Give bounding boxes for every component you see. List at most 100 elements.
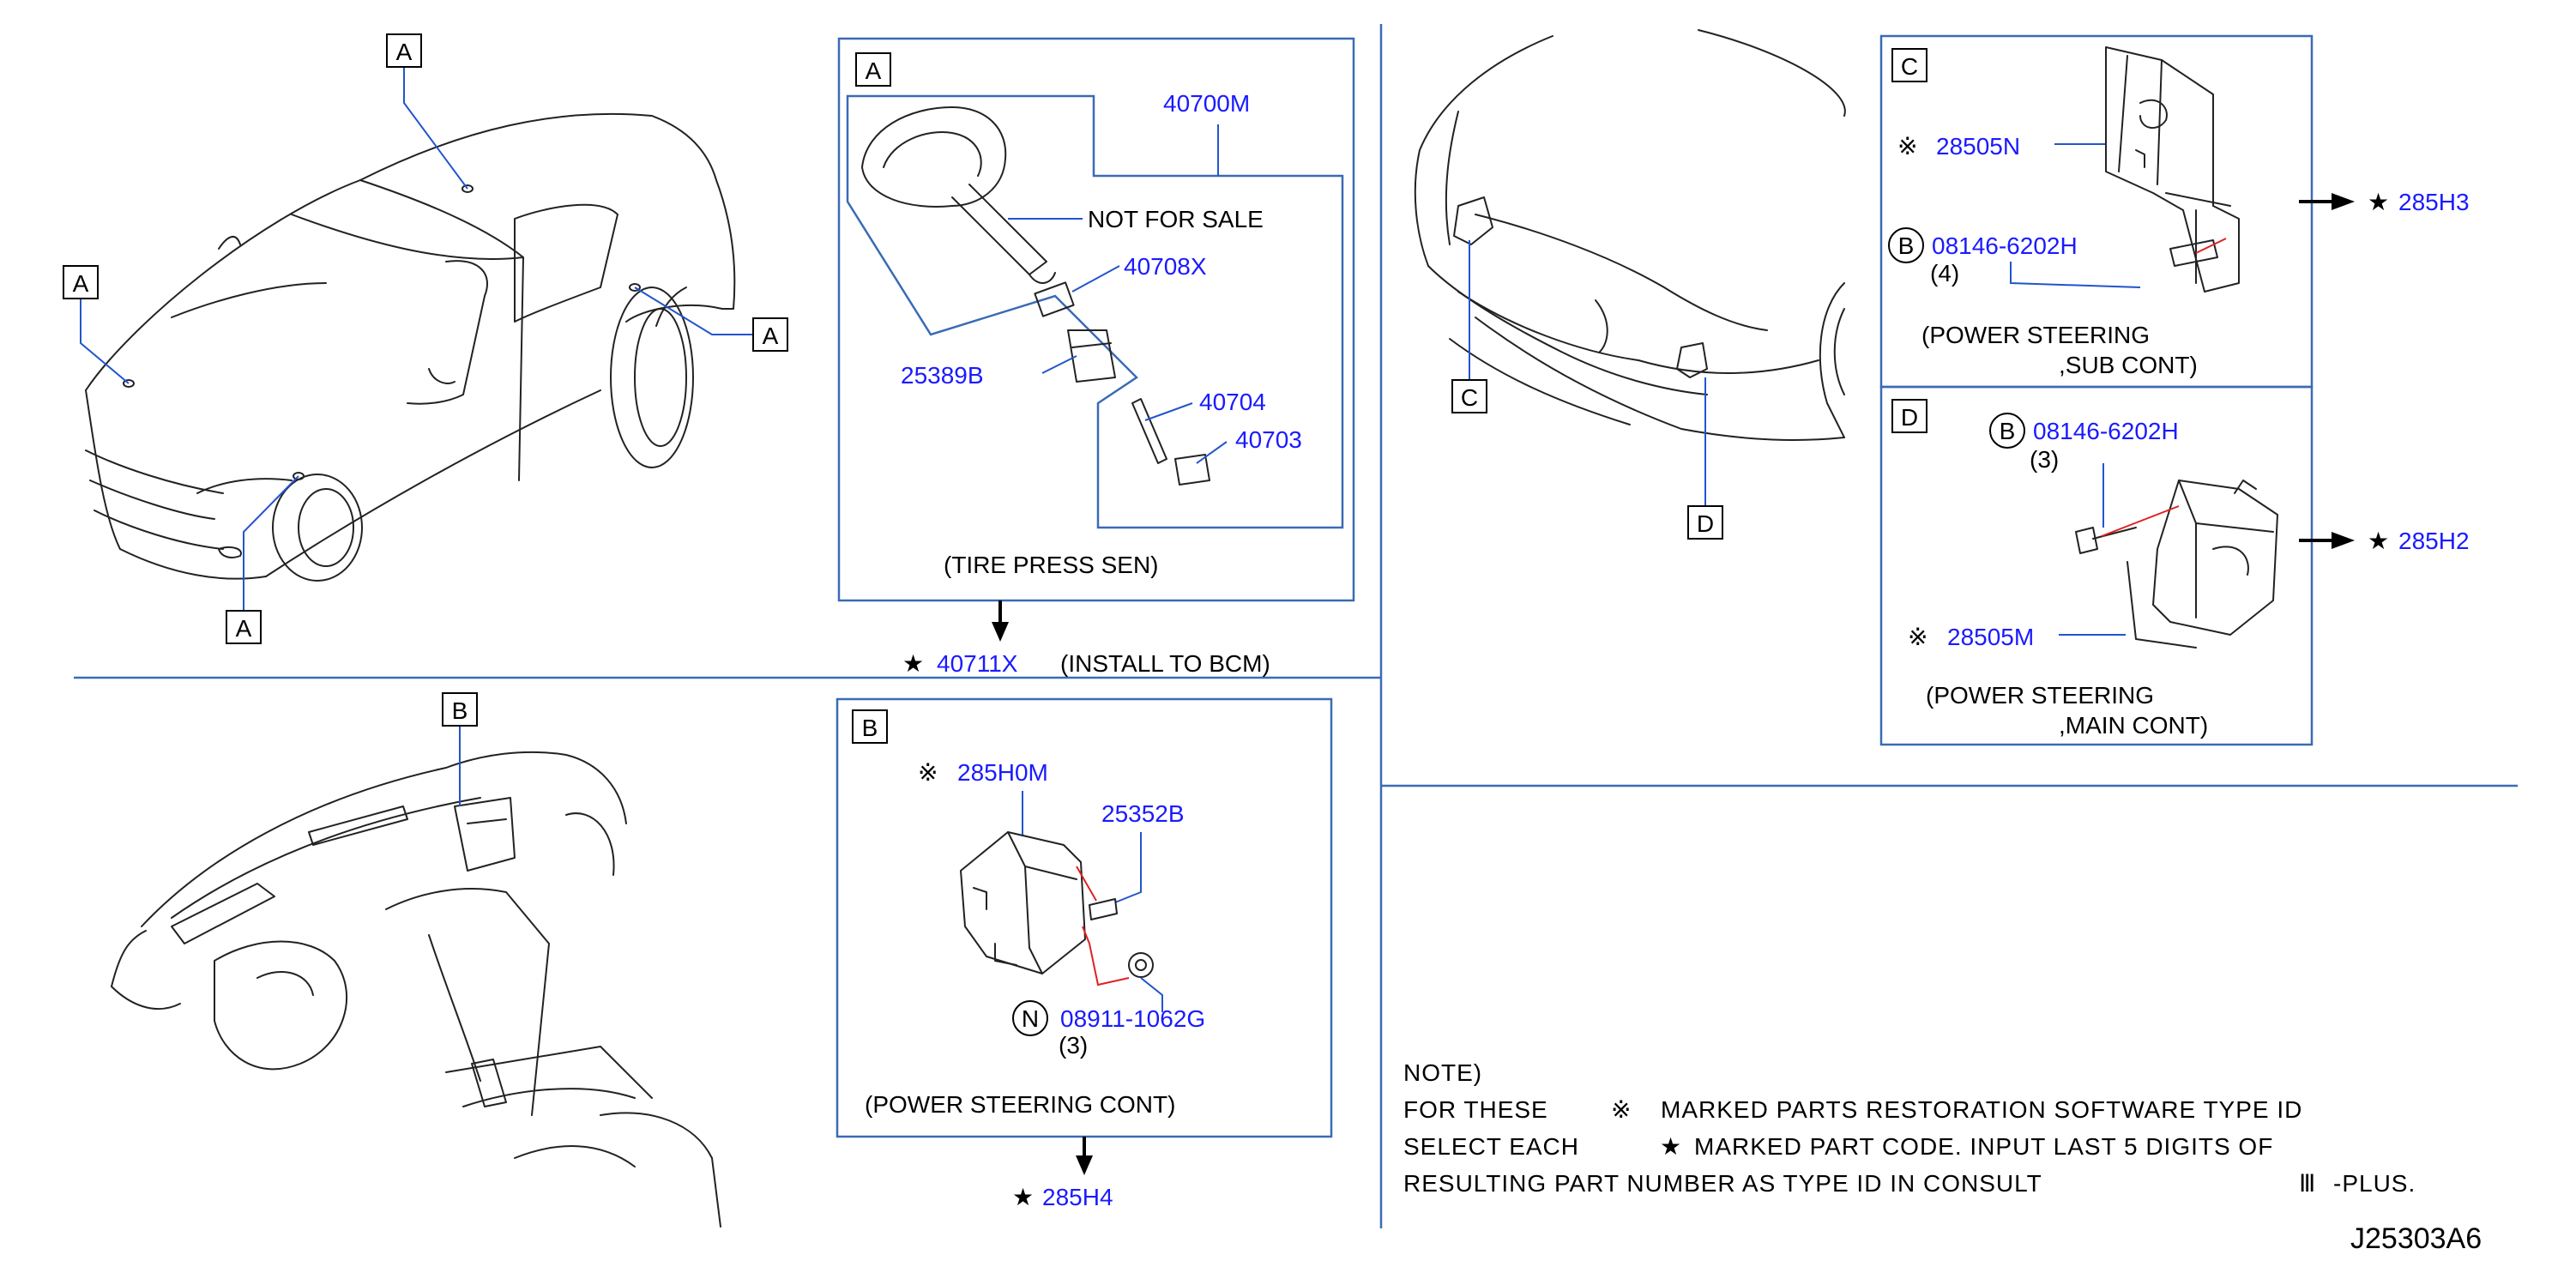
leader-25352b — [1114, 832, 1142, 903]
leader-a-hood — [80, 299, 130, 384]
leader-40704 — [1144, 402, 1193, 421]
symbol-n-letter: N — [1022, 1005, 1039, 1032]
leader-40703 — [1196, 441, 1228, 464]
part-40704[interactable]: 40704 — [1199, 389, 1266, 415]
section-a-output-note: (INSTALL TO BCM) — [1060, 650, 1270, 677]
callout-a-front: A — [226, 610, 262, 644]
car-overview-illustration — [85, 112, 736, 582]
part-08911-qty: (3) — [1059, 1032, 1088, 1059]
leader-40708x — [1071, 265, 1120, 293]
symbol-b-circle-c — [1888, 227, 1924, 263]
svg-text:C: C — [1901, 53, 1918, 80]
callout-c-front: C — [1451, 379, 1487, 413]
ps-controller-b-illustration — [960, 831, 1154, 978]
callout-b-interior: B — [442, 692, 478, 727]
section-a-output-arrowhead — [992, 622, 1009, 642]
leader-a-rear — [634, 287, 753, 335]
section-d-callout: D — [1891, 399, 1927, 433]
section-c-caption-2: ,SUB CONT) — [2059, 352, 2198, 378]
part-285h3[interactable]: 285H3 — [2398, 189, 2470, 215]
part-08146-6202h-d[interactable]: 08146-6202H — [2033, 418, 2179, 444]
note-line3-b: -PLUS. — [2333, 1170, 2416, 1197]
svg-text:B: B — [862, 715, 878, 741]
part-25352b[interactable]: 25352B — [1101, 800, 1185, 827]
section-d-restoration-mark: ※ — [1908, 624, 1927, 650]
callout-a-hood: A — [63, 265, 99, 299]
symbol-b-letter-c: B — [1898, 232, 1915, 259]
symbol-n-circle — [1012, 1000, 1048, 1036]
part-285h2[interactable]: 285H2 — [2398, 528, 2470, 554]
leader-bolt-c — [2010, 262, 2141, 288]
note-heading: NOTE) — [1403, 1059, 1482, 1086]
part-285h0m[interactable]: 285H0M — [957, 759, 1048, 786]
svg-text:A: A — [866, 57, 882, 84]
tire-sensor-illustration — [861, 106, 1210, 486]
note-line1-a: FOR THESE — [1403, 1096, 1548, 1123]
section-d-caption-1: (POWER STEERING — [1926, 682, 2154, 709]
svg-text:D: D — [1697, 510, 1714, 537]
ps-main-controller-illustration — [2075, 480, 2278, 649]
part-25389b[interactable]: 25389B — [901, 362, 984, 389]
svg-text:A: A — [763, 323, 779, 349]
svg-text:C: C — [1461, 384, 1478, 411]
part-40700m[interactable]: 40700M — [1163, 90, 1250, 117]
note-line3-mark: Ⅲ — [2299, 1170, 2316, 1197]
leader-a-roof — [403, 67, 468, 190]
interior-dashboard-illustration — [111, 751, 721, 1228]
section-a-callout: A — [855, 52, 891, 87]
callout-d-front: D — [1687, 505, 1723, 540]
part-40711x[interactable]: 40711X — [937, 650, 1018, 677]
note-line1-mark: ※ — [1611, 1096, 1632, 1123]
part-08911-1062g[interactable]: 08911-1062G — [1060, 1005, 1205, 1032]
note-block: NOTE) FOR THESE ※ MARKED PARTS RESTORATI… — [1403, 1059, 2416, 1197]
part-08146-6202h-c[interactable]: 08146-6202H — [1932, 232, 2078, 259]
section-d-output-star: ★ — [2368, 528, 2389, 554]
svg-text:A: A — [73, 270, 89, 297]
leader-a-front — [243, 475, 299, 611]
section-b-output-arrowhead — [1076, 1155, 1093, 1175]
note-line2-star: ★ — [1660, 1133, 1682, 1160]
red-leader-b — [1076, 866, 1130, 986]
svg-text:A: A — [236, 615, 252, 642]
symbol-b-circle-d — [1989, 413, 2025, 449]
diagram-code: J25303A6 — [2350, 1222, 2482, 1255]
part-28505n[interactable]: 28505N — [1936, 133, 2020, 160]
section-b-restoration-mark: ※ — [918, 759, 938, 786]
leader-08911 — [1140, 977, 1163, 1012]
note-line3-a: RESULTING PART NUMBER AS TYPE ID IN CONS… — [1403, 1170, 2042, 1197]
section-c-restoration-mark: ※ — [1897, 133, 1917, 160]
part-40703[interactable]: 40703 — [1235, 426, 1302, 453]
part-08146-qty-c: (4) — [1930, 260, 1959, 287]
svg-text:A: A — [396, 39, 413, 65]
symbol-b-letter-d: B — [2000, 418, 2016, 444]
section-b-output-star: ★ — [1012, 1184, 1034, 1210]
part-08146-qty-d: (3) — [2030, 446, 2059, 473]
car-front-illustration — [1414, 29, 1846, 441]
section-c-caption-1: (POWER STEERING — [1921, 322, 2150, 348]
note-line2-b: MARKED PART CODE. INPUT LAST 5 DIGITS OF — [1694, 1133, 2273, 1160]
section-a-assy-outline — [846, 94, 1344, 529]
section-b-callout: B — [852, 709, 888, 744]
section-c-output-arrowhead — [2332, 193, 2355, 210]
svg-text:D: D — [1901, 404, 1918, 431]
leader-25389b — [1041, 355, 1077, 374]
svg-text:B: B — [452, 697, 468, 724]
note-line2-a: SELECT EACH — [1403, 1133, 1579, 1160]
part-28505m[interactable]: 28505M — [1947, 624, 2034, 650]
section-d-frame — [1879, 385, 2314, 746]
section-b-caption: (POWER STEERING CONT) — [865, 1091, 1175, 1118]
ps-sub-controller-illustration — [2105, 46, 2240, 293]
section-c-callout: C — [1891, 48, 1927, 82]
section-d-caption-2: ,MAIN CONT) — [2059, 712, 2208, 739]
part-40708x[interactable]: 40708X — [1124, 253, 1207, 280]
section-a-frame — [837, 37, 1355, 602]
red-leader-c — [2195, 238, 2227, 254]
callout-a-roof: A — [386, 33, 422, 68]
section-a-caption: (TIRE PRESS SEN) — [944, 552, 1158, 578]
part-285h4[interactable]: 285H4 — [1042, 1184, 1113, 1210]
section-d-output-arrowhead — [2332, 532, 2355, 549]
callout-a-rear: A — [752, 317, 788, 352]
section-a-output-star: ★ — [902, 650, 924, 677]
red-leader-d — [2101, 505, 2180, 537]
